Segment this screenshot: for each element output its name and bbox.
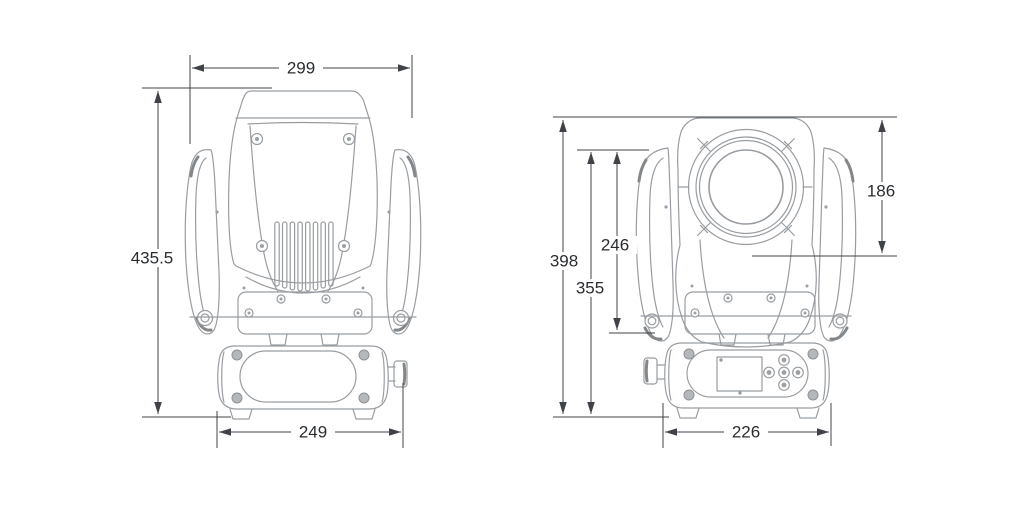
front-yoke-arm-left <box>635 147 674 342</box>
rear-vent-fins <box>274 221 334 292</box>
front-base-foot-right <box>796 407 820 419</box>
extension-line <box>553 116 897 448</box>
dim-label-base-width: 226 <box>732 423 760 442</box>
display-screen <box>716 356 763 395</box>
rear-head-bottom-arch <box>245 276 361 294</box>
front-yoke-connector-right <box>767 333 786 346</box>
menu-buttons[interactable] <box>763 354 804 391</box>
dim-label-base-width: 249 <box>299 423 327 442</box>
rear-base-foot-right <box>352 408 376 420</box>
rear-yoke-connector-right <box>320 333 340 346</box>
rear-base <box>217 345 408 420</box>
rear-head <box>228 90 378 294</box>
front-dimensions: 398 355 246 186 226 <box>542 116 903 448</box>
rear-yoke-crossbar <box>189 286 417 346</box>
rear-head-panel-left <box>249 125 279 292</box>
dim-label-overall-height: 435.5 <box>131 249 174 268</box>
front-base-knob <box>643 357 666 385</box>
rear-view: 299 435.5 249 <box>126 55 423 448</box>
dim-label-overall-height: 398 <box>550 252 578 271</box>
front-base <box>643 342 830 419</box>
front-head-outline <box>675 117 817 348</box>
front-view: 398 355 246 186 226 <box>542 116 903 448</box>
rear-dimensions: 299 435.5 249 <box>126 55 413 448</box>
front-base-foot-left <box>676 407 700 419</box>
rear-head-outline <box>228 90 378 284</box>
front-base-outline <box>664 342 830 409</box>
rear-base-recess <box>239 350 357 403</box>
front-lens <box>687 128 805 246</box>
rear-head-screws <box>250 132 356 253</box>
rear-yoke-arm-left <box>184 149 220 335</box>
front-yoke-crossbar <box>640 284 852 346</box>
dim-label-body-height: 355 <box>576 279 604 298</box>
extension-line <box>142 55 413 448</box>
front-yoke-connector-left <box>718 333 737 346</box>
rear-head-panel-right <box>327 125 357 292</box>
front-head <box>675 117 817 348</box>
front-base-recess <box>686 349 809 398</box>
front-lens-screws <box>697 138 795 236</box>
rear-head-panel-top <box>247 121 359 125</box>
dim-label-overall-width: 299 <box>287 59 315 78</box>
rear-base-foot-left <box>229 408 253 420</box>
dim-label-head-height: 186 <box>867 182 895 201</box>
rear-base-knob <box>387 360 408 388</box>
front-yoke-arm-right <box>817 146 858 343</box>
dim-label-yoke-height: 246 <box>601 236 629 255</box>
rear-base-outline <box>217 345 389 410</box>
rear-yoke-connector-left <box>268 333 288 346</box>
rear-yoke-arm-right <box>385 148 423 336</box>
